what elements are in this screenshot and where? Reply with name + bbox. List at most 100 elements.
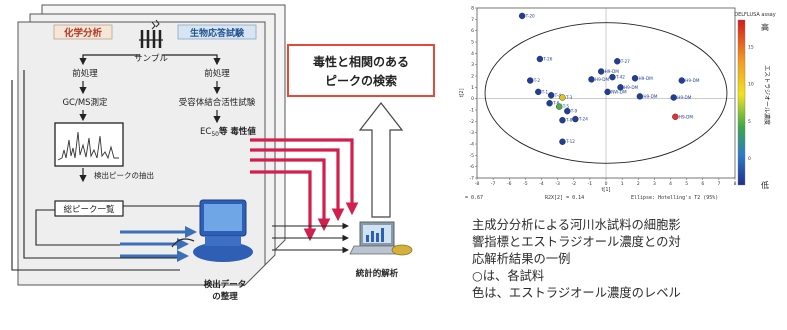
peak-list-label: 総ピーク一覧 [63,204,115,215]
score-point [678,77,685,84]
score-point [670,94,677,101]
footer-left: = 0.67 [465,195,483,201]
receptor-assay-label: 受容体結合活性試験 [179,97,256,108]
y-tick-label: 8 [471,6,474,12]
score-point [609,73,616,81]
x-tick-label: 5 [685,181,688,187]
red-arrow-4 [250,170,317,242]
point-label: T-4 [554,93,562,98]
figure-caption: 主成分分析による河川水試料の細胞影 響指標とエストラジオール濃度との対 応解析結… [472,217,784,302]
x-tick-label: 8 [734,181,737,187]
score-point [597,68,605,75]
score-point [559,94,566,101]
red-arrow-2 [250,148,345,222]
colorbar-tick-label: 10 [748,82,754,88]
point-label: H9-DM [643,94,658,99]
point-label: H9-DM [685,78,700,83]
x-tick-label: 7 [717,181,720,187]
y-tick-label: 6 [471,28,474,34]
x-tick-label: -5 [523,181,528,187]
to-stat-arrows [272,222,350,254]
chem-analysis-box [53,24,113,40]
score-point [636,93,644,100]
point-label: T-6 [552,101,560,106]
footer-right: Ellipse: Hotelling's T2 (95%) [631,195,718,201]
pretreat-left-label: 前処理 [72,68,98,79]
left-bracket-line-2 [23,70,180,259]
x-tick-label: 2 [637,181,640,187]
score-point [559,116,566,124]
y-tick-label: -5 [470,153,475,159]
point-label: T-27 [620,59,630,64]
score-point [617,84,624,91]
colorbar-title: DELFLUSA assay [734,12,775,18]
score-point [546,99,553,107]
caption-line-3: 応解析結果の一例 [472,252,571,266]
red-arrows [250,138,359,242]
gcms-label: GC/MS測定 [62,97,108,108]
y-tick-label: -7 [470,176,475,182]
sample-label: サンプル [134,54,168,64]
y-tick-label: 1 [471,85,474,91]
point-label: T-26 [542,57,552,62]
colorbar-tick-label: 5 [748,119,751,125]
x-tick-label: -4 [539,181,544,187]
x-tick-label: -6 [507,181,512,187]
point-label: T-12 [565,139,575,144]
colorbar-tick-label: 15 [748,45,754,51]
point-label: T-3 [565,95,573,100]
data-org-label-2: の整理 [212,291,238,302]
left-bracket-line-3 [11,80,180,271]
colorbar-high-label: 高 [761,22,769,32]
y-tick-label: -2 [470,119,475,125]
score-point [672,113,679,121]
y-tick-label: 4 [471,51,474,57]
stat-analysis-label: 統計的解析 [356,268,399,279]
point-label: T-20 [525,13,535,18]
score-point [527,77,534,84]
score-point [604,88,611,96]
sample-tubes-icon [139,19,163,48]
colorbar-tick-label: 0 [748,156,751,162]
stats-laptop-icon [349,221,413,256]
point-label: H9-DM [624,85,639,90]
score-point [547,92,555,99]
x-tick-label: -2 [572,181,577,187]
pretreat-right-label: 前処理 [204,68,230,79]
sample-to-right-line [162,54,221,66]
point-label: T-2 [533,78,541,83]
score-point [572,115,579,123]
x-tick-label: 0 [605,181,608,187]
score-point [536,55,544,63]
point-label: H9-DM [639,76,654,81]
point-label: T-24 [578,117,588,122]
caption-line-4: ○は、各試料 [472,269,545,283]
colorbar [737,19,746,186]
score-point [559,138,566,145]
caption-line-1: 主成分分析による河川水試料の細胞影 [472,218,681,232]
score-point [518,12,526,20]
sample-to-left-line [79,54,140,66]
y-tick-label: 2 [471,74,474,80]
point-label: T-5 [562,104,570,109]
search-label-1: 毒性と相関のある [313,54,409,69]
bio-test-box [177,24,257,40]
x-tick-label: -8 [475,181,480,187]
red-arrow-1 [250,138,359,216]
chem-analysis-label: 化学分析 [64,27,103,39]
point-label: H9-DM [605,69,620,74]
y-tick-label: -3 [470,130,475,136]
up-arrow-hollow [358,102,404,218]
search-box [287,44,435,97]
data-org-label-1: 検出データ [204,279,247,290]
x-axis-label: t[1] [601,187,610,193]
point-label: H9-DM [679,114,694,119]
x-tick-label: -7 [491,181,496,187]
y-tick-label: 3 [471,62,474,68]
colorbar-axis-label: エストラジオール濃度 [763,65,771,125]
point-label: H9-DM [677,95,692,100]
peak-list-box [54,200,124,217]
